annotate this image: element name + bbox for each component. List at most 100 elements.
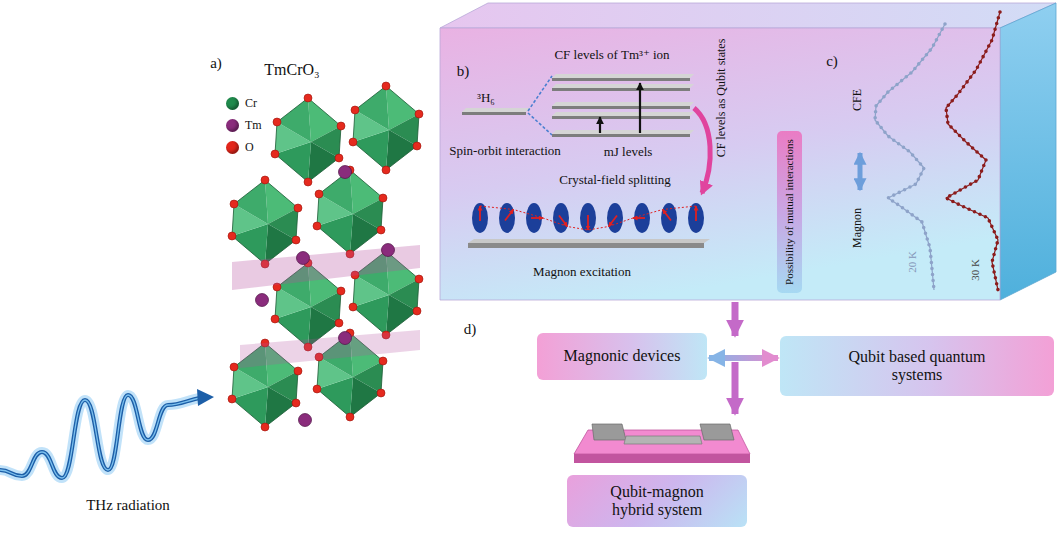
- magnon-chain: [661, 203, 677, 233]
- double-arrow: [709, 355, 778, 361]
- magnon-chain: [499, 203, 515, 233]
- energy-levels: [462, 112, 526, 115]
- legend-text: Tm: [245, 119, 262, 133]
- magnon-chain: [559, 216, 567, 227]
- spectra: [946, 12, 1000, 290]
- flow-arrow: [732, 362, 739, 414]
- spectra: [875, 24, 945, 290]
- crystal-structure: [228, 82, 423, 431]
- energy-levels: [552, 134, 690, 137]
- spectra: [860, 12, 1000, 290]
- box-text: Magnonic devices: [564, 347, 681, 365]
- crystal-structure: [349, 82, 423, 174]
- thz-wave: [197, 389, 214, 406]
- energy-levels: [552, 112, 694, 116]
- energy-levels: [462, 74, 710, 193]
- crystal-structure: [297, 252, 310, 265]
- thz-wave: [0, 395, 200, 478]
- energy-levels: [528, 113, 552, 135]
- legend-swatch: [226, 141, 239, 154]
- crystal-structure: [382, 244, 395, 257]
- energy-levels: [552, 74, 694, 78]
- magnon-chain: [505, 210, 513, 221]
- energy-levels: [528, 76, 552, 111]
- scheme-label: mJ levels: [604, 145, 653, 160]
- scheme-label: Spin-orbit interaction: [449, 144, 561, 159]
- energy-levels: [599, 117, 601, 133]
- magnon-chain: [526, 203, 542, 233]
- scheme-label: Crystal-field splitting: [559, 173, 671, 188]
- magnon-chain: [472, 203, 704, 233]
- panel-box: [1000, 3, 1056, 300]
- crystal-structure: [339, 332, 352, 345]
- magnon-chain: [663, 210, 671, 221]
- magnon-chain: [480, 206, 696, 230]
- magnon-chain: [468, 239, 710, 243]
- legend-swatch: [226, 97, 239, 110]
- box-text: Possibility of mutual interactions: [783, 139, 796, 285]
- device-chip: [592, 424, 626, 440]
- energy-levels: [552, 84, 694, 88]
- energy-levels: [552, 88, 690, 91]
- device-box: Magnonic devices: [537, 333, 707, 380]
- energy-levels: [639, 83, 641, 133]
- legend-text: Cr: [245, 97, 257, 111]
- legend-entry: O: [226, 141, 254, 155]
- legend-swatch: [226, 119, 239, 132]
- panel-letter: c): [826, 53, 838, 70]
- energy-levels: [552, 78, 690, 81]
- radiation-label: THz radiation: [86, 497, 170, 514]
- compound-name: TmCrO₃: [264, 61, 319, 79]
- thz-wave: [0, 395, 200, 478]
- crystal-structure: [313, 166, 387, 258]
- energy-levels: [552, 106, 690, 109]
- magnon-chain: [553, 203, 569, 233]
- peak-label: Magnon: [851, 208, 865, 248]
- energy-levels: [552, 130, 694, 134]
- thz-wave: [0, 389, 214, 478]
- crystal-structure: [256, 166, 395, 427]
- spectra: [858, 153, 863, 190]
- energy-levels: [552, 116, 690, 119]
- magnon-chain: [580, 203, 596, 233]
- device-chip: [624, 436, 702, 444]
- magnon-chain: [480, 206, 696, 230]
- interaction-box: Possibility of mutual interactions: [777, 131, 802, 293]
- device-chip: [574, 454, 750, 463]
- crystal-structure: [240, 330, 420, 368]
- magnon-chain: [607, 203, 623, 233]
- spectra: [946, 12, 1000, 290]
- magnon-chain: [472, 203, 488, 233]
- magnon-chain: [695, 206, 697, 221]
- temperature-label: 20 K: [906, 251, 919, 273]
- magnon-chain: [468, 243, 704, 248]
- energy-levels: [462, 108, 530, 112]
- scheme-label: CF levels as Qubit states: [715, 39, 729, 158]
- energy-levels: [694, 108, 710, 193]
- magnon-chain: [634, 203, 650, 233]
- peak-label: CFE: [851, 89, 865, 111]
- scheme-title: CF levels of Tm³⁺ ion: [554, 48, 669, 63]
- box-text: Qubit based quantum systems: [837, 348, 997, 385]
- term-symbol: ³H₆: [477, 91, 495, 106]
- crystal-structure: [339, 166, 352, 179]
- legend-entry: Tm: [226, 119, 262, 133]
- device-box: Qubit based quantum systems: [780, 336, 1054, 396]
- magnon-chain: [479, 206, 481, 221]
- legend-text: O: [245, 141, 254, 155]
- magnon-chain: [531, 217, 543, 219]
- device-chip: [574, 424, 750, 463]
- legend-entry: Cr: [226, 97, 257, 111]
- energy-levels: [552, 102, 694, 106]
- box-text: Qubit-magnon hybrid system: [597, 483, 717, 520]
- magnon-chain: [468, 203, 710, 248]
- crystal-structure: [271, 94, 345, 186]
- crystal-structure: [256, 294, 269, 307]
- magnon-chain: [633, 217, 645, 219]
- magnon-chain: [587, 215, 589, 230]
- magnon-label: Magnon excitation: [533, 265, 631, 280]
- temperature-label: 30 K: [969, 259, 982, 281]
